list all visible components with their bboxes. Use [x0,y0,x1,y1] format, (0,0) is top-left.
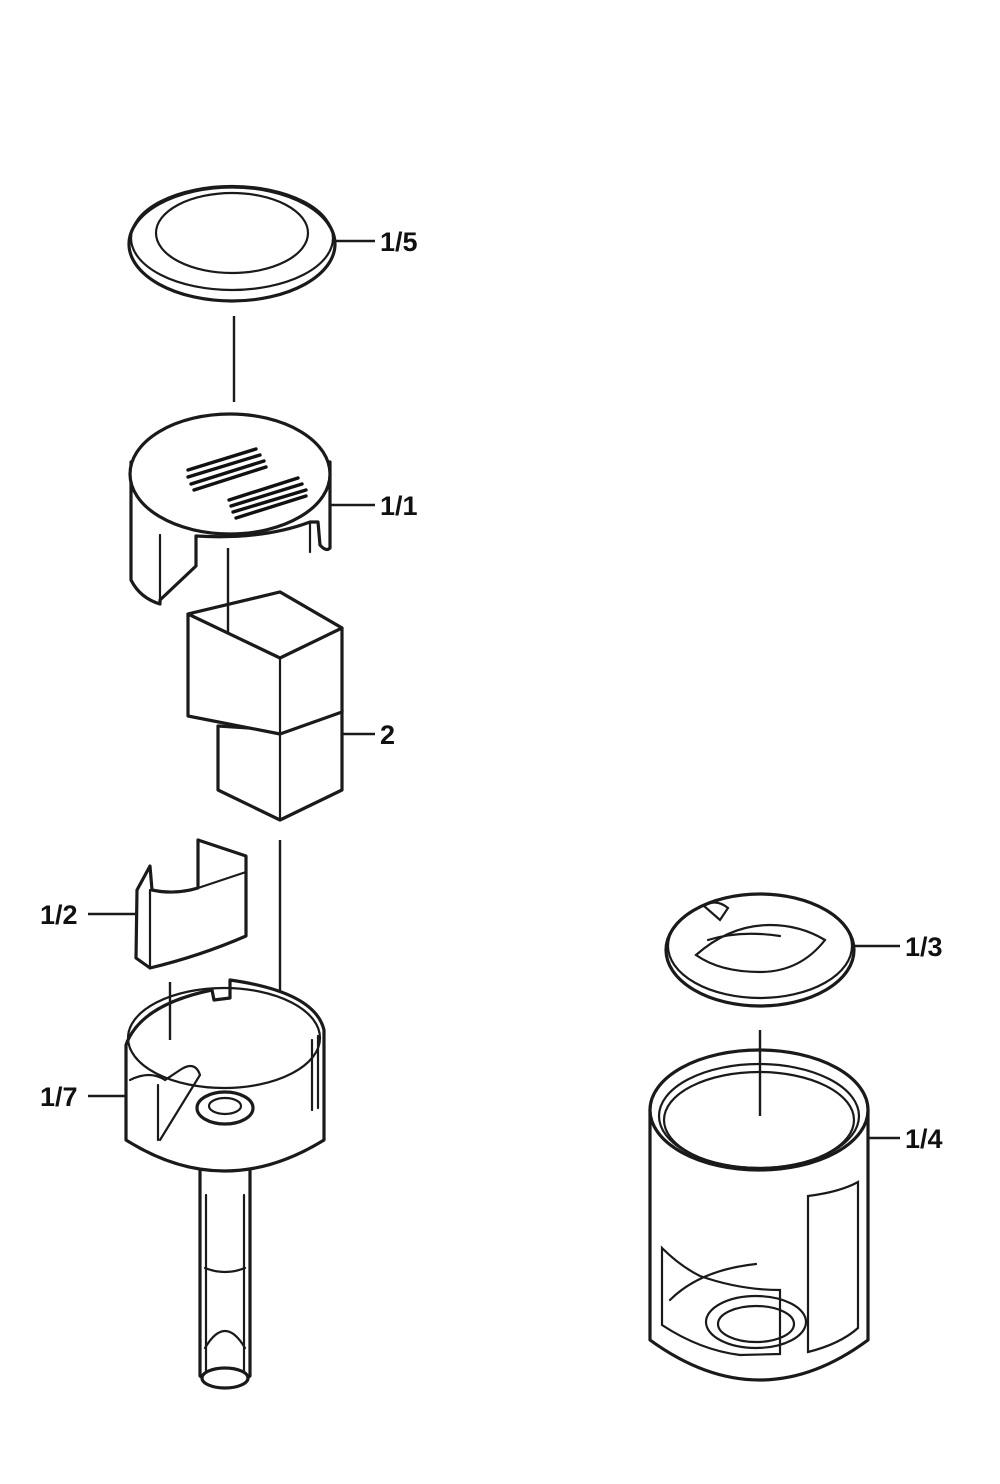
callout-1-5: 1/5 [380,227,418,257]
callout-1-7: 1/7 [40,1082,78,1112]
part-1-5-seal-ring [127,184,337,303]
part-1-4-filter-housing [648,1048,870,1382]
callout-1-4: 1/4 [905,1124,943,1154]
part-1-2-clip [134,838,248,970]
callout-2: 2 [380,720,395,750]
callout-1-2: 1/2 [40,900,78,930]
part-1-1-slotted-cap [128,412,332,606]
vent-slots [186,447,308,520]
part-1-3-flat-ring [664,892,856,1008]
part-1-7-base-with-tube [124,978,326,1390]
callout-1-3: 1/3 [905,932,943,962]
callout-1-1: 1/1 [380,491,418,521]
part-2-filter-block [186,590,344,822]
